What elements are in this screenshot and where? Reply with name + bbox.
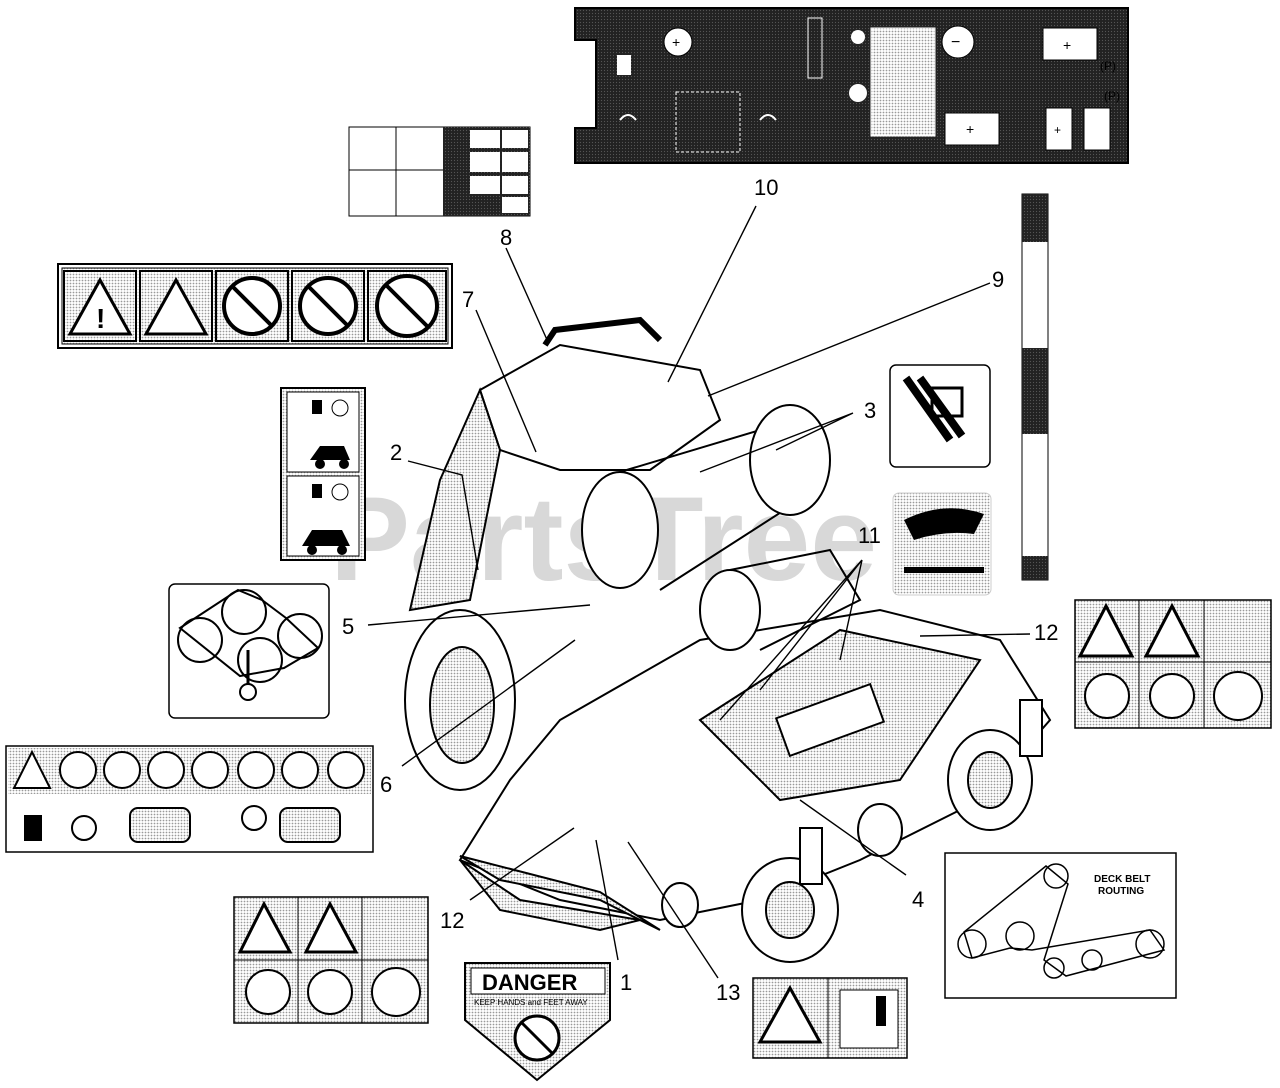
callout-3: 3 bbox=[864, 398, 876, 423]
svg-text:+: + bbox=[1063, 37, 1071, 53]
manual-icon bbox=[59, 751, 97, 789]
callout-4: 4 bbox=[912, 887, 924, 912]
hazard-grid-decal-right bbox=[1074, 599, 1272, 729]
control-panel-decal: + − + + + (P) (P) bbox=[574, 7, 1129, 164]
manual-warning-icon bbox=[143, 276, 209, 336]
safety-strip-decal bbox=[5, 745, 374, 853]
deck-belt-title-2: ROUTING bbox=[1098, 886, 1144, 897]
fuel-pump-icon bbox=[24, 815, 42, 841]
callout-5: 5 bbox=[342, 614, 354, 639]
svg-text:!: ! bbox=[96, 303, 105, 334]
pto-decal bbox=[348, 126, 531, 217]
mower-icon bbox=[310, 446, 350, 460]
callout-2: 2 bbox=[390, 440, 402, 465]
hand-hazard-decals bbox=[889, 364, 992, 596]
warning-decal-13 bbox=[752, 977, 908, 1059]
callout-9: 9 bbox=[992, 267, 1004, 292]
warning-strip-decal: ! bbox=[57, 263, 453, 349]
svg-text:−: − bbox=[951, 34, 960, 51]
belt-idler-decal bbox=[168, 583, 330, 719]
callout-6: 6 bbox=[380, 772, 392, 797]
svg-text:(P): (P) bbox=[1104, 89, 1120, 103]
svg-text:(P): (P) bbox=[1100, 59, 1116, 73]
hand-crush-icon bbox=[902, 375, 966, 443]
leader-lines bbox=[367, 205, 1031, 979]
deck-belt-routing-decal: DECK BELT ROUTING bbox=[944, 852, 1177, 999]
operator-decal bbox=[280, 387, 366, 561]
callout-1: 1 bbox=[620, 970, 632, 995]
callout-10: 10 bbox=[754, 175, 778, 200]
callout-labels: 1 2 3 4 5 6 7 8 9 10 11 12 12 13 bbox=[342, 175, 1058, 1005]
callout-7: 7 bbox=[462, 287, 474, 312]
danger-decal: DANGER KEEP HANDS and FEET AWAY bbox=[464, 962, 611, 1082]
callout-13: 13 bbox=[716, 980, 740, 1005]
warning-triangle-icon bbox=[67, 276, 133, 336]
callout-8: 8 bbox=[500, 225, 512, 250]
danger-title: DANGER bbox=[482, 970, 577, 995]
danger-subtitle: KEEP HANDS and FEET AWAY bbox=[474, 998, 588, 1007]
hand-cut-icon bbox=[904, 508, 984, 540]
warning-triangle-icon bbox=[12, 749, 52, 789]
svg-text:+: + bbox=[672, 34, 680, 50]
svg-text:+: + bbox=[966, 121, 974, 137]
callout-12-left: 12 bbox=[440, 908, 464, 933]
mower-icon-2 bbox=[302, 530, 350, 546]
vertical-strip-decal bbox=[1021, 193, 1049, 581]
callout-11: 11 bbox=[858, 523, 881, 548]
deck-belt-title-1: DECK BELT bbox=[1094, 874, 1150, 885]
mower-illustration bbox=[404, 316, 1052, 963]
hazard-grid-decal-left bbox=[233, 896, 429, 1024]
callout-12-right: 12 bbox=[1034, 620, 1058, 645]
svg-text:+: + bbox=[1054, 123, 1061, 137]
